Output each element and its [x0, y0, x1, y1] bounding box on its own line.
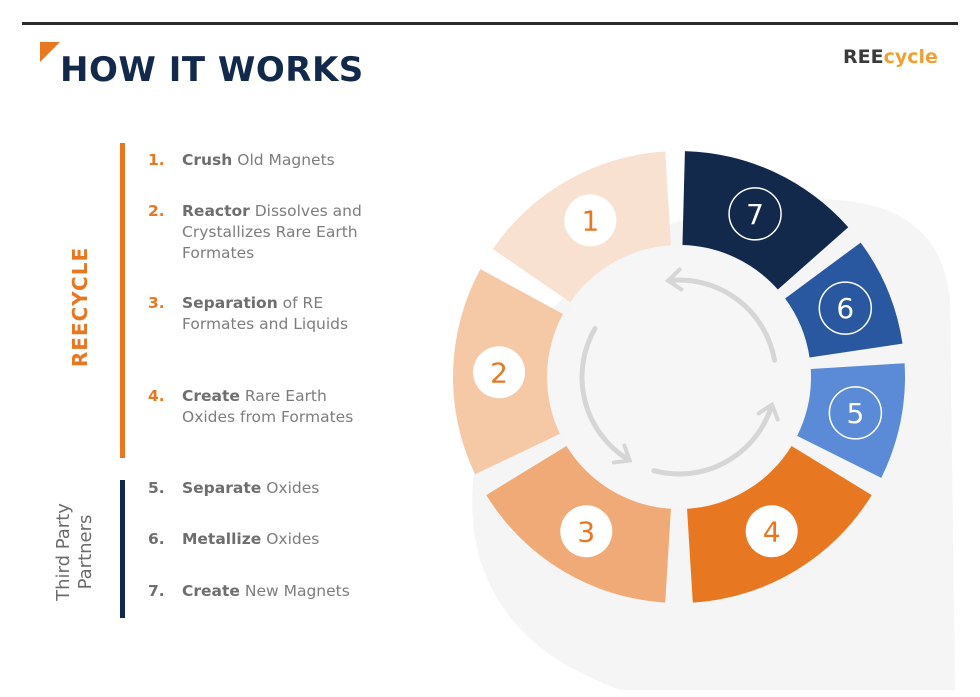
step-text: Create New Magnets — [182, 581, 382, 602]
cycle-arrow-icon — [664, 267, 778, 363]
step-keyword: Reactor — [182, 202, 250, 220]
partners-line1: Third Party — [53, 503, 74, 601]
step-keyword: Separation — [182, 294, 278, 312]
step-badge-number: 1 — [581, 204, 599, 237]
step-badge-circle — [745, 505, 798, 558]
step-number: 4. — [148, 387, 165, 405]
step-badge-circle — [473, 346, 526, 399]
reecycle-logo: REEcycle — [843, 46, 938, 68]
ring-segment-5 — [797, 363, 906, 478]
step-text: Metallize Oxides — [182, 529, 382, 550]
step-badge-number: 6 — [836, 292, 854, 325]
partners-bar — [120, 480, 125, 618]
step-keyword: Create — [182, 387, 240, 405]
step-number: 7. — [148, 582, 165, 600]
step-keyword: Crush — [182, 151, 233, 169]
step-badge-circle — [564, 194, 617, 247]
step-text: Crush Old Magnets — [182, 150, 382, 171]
step-description: of RE Formates and Liquids — [182, 294, 349, 333]
partners-line2: Partners — [75, 514, 96, 590]
step-text: Separation of RE Formates and Liquids — [182, 293, 382, 335]
step-number: 2. — [148, 202, 165, 220]
step-number: 6. — [148, 530, 165, 548]
step-description: Oxides — [261, 479, 320, 497]
reecycle-bar — [120, 143, 125, 458]
step-badge-circle — [728, 187, 782, 241]
step-description: Dissolves and Crystallizes Rare Earth Fo… — [182, 202, 362, 262]
group-label-reecycle: REECYCLE — [68, 246, 92, 368]
step-badge-circle — [828, 386, 883, 440]
corner-accent — [40, 42, 60, 62]
step-badge-circle — [818, 281, 873, 335]
step-description: Rare Earth Oxides from Formates — [182, 387, 354, 426]
logo-cycle: cycle — [883, 46, 938, 68]
ring-segment-6 — [785, 242, 903, 358]
step-text: Reactor Dissolves and Crystallizes Rare … — [182, 201, 382, 264]
step-keyword: Create — [182, 582, 240, 600]
step-text: Create Rare Earth Oxides from Formates — [182, 386, 382, 428]
inner-circle — [549, 247, 809, 507]
ring-segment-7 — [682, 151, 849, 290]
step-text: Separate Oxides — [182, 478, 382, 499]
step-badge-number: 2 — [490, 356, 508, 389]
step-number: 1. — [148, 151, 165, 169]
cycle-arrow-icon — [651, 401, 780, 477]
step-keyword: Separate — [182, 479, 262, 497]
step-badge-number: 4 — [763, 515, 781, 548]
step-badge-circle — [560, 505, 613, 558]
step-badge-number: 3 — [577, 515, 595, 548]
step-number: 3. — [148, 294, 165, 312]
logo-ree: REE — [843, 46, 884, 68]
step-keyword: Metallize — [182, 530, 262, 548]
step-description: New Magnets — [239, 582, 350, 600]
top-rule — [22, 22, 958, 25]
step-badge-number: 5 — [846, 397, 864, 430]
step-description: Old Magnets — [232, 151, 335, 169]
step-number: 5. — [148, 479, 165, 497]
cycle-arrow-icon — [579, 326, 633, 465]
step-description: Oxides — [261, 530, 320, 548]
step-badge-number: 7 — [746, 198, 764, 231]
page-title: HOW IT WORKS — [60, 50, 364, 90]
